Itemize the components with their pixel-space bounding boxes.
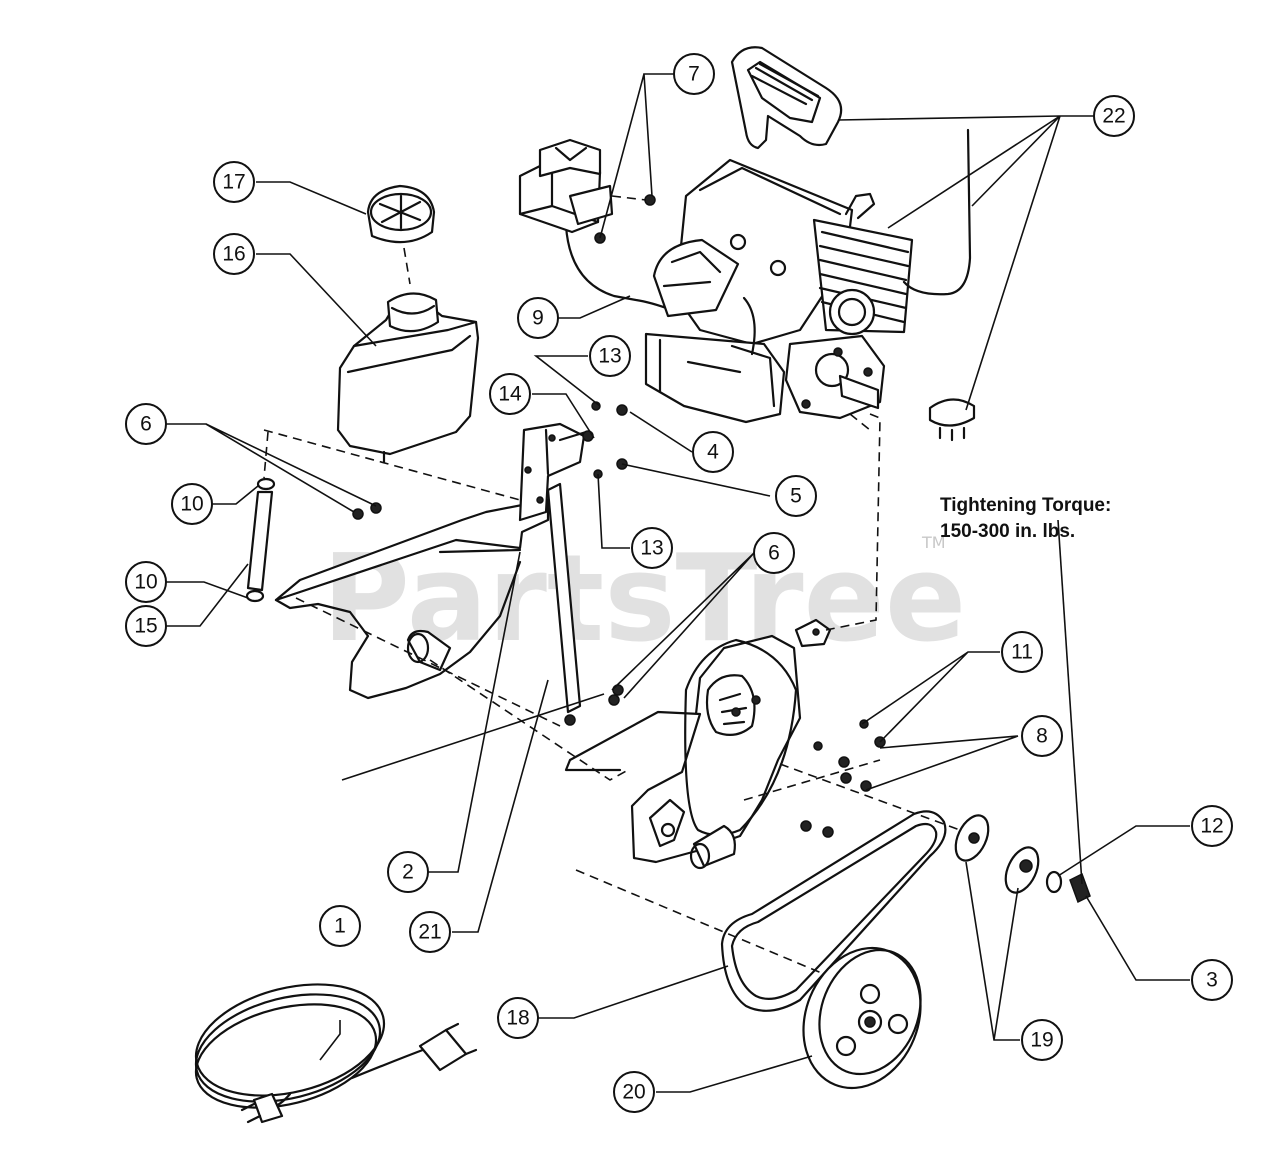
switch-box — [518, 138, 656, 244]
svg-text:13: 13 — [598, 345, 621, 368]
svg-text:17: 17 — [222, 171, 245, 194]
svg-text:4: 4 — [707, 441, 719, 464]
svg-text:16: 16 — [222, 243, 245, 266]
svg-text:22: 22 — [1102, 105, 1125, 128]
svg-text:10: 10 — [134, 571, 157, 594]
callout-12: 12 — [1191, 805, 1233, 847]
callout-4: 4 — [692, 431, 734, 473]
callout-18: 18 — [497, 997, 539, 1039]
callout-16: 16 — [213, 233, 255, 275]
torque-note-line2: 150-300 in. lbs. — [940, 521, 1075, 542]
leader-lines — [165, 73, 1190, 1093]
callout-10-lower: 10 — [125, 561, 167, 603]
callout-2: 2 — [387, 851, 429, 893]
fuel-tank — [336, 292, 480, 464]
callout-11: 11 — [1001, 631, 1043, 673]
svg-text:14: 14 — [498, 383, 522, 406]
svg-text:19: 19 — [1030, 1029, 1053, 1052]
svg-text:18: 18 — [506, 1007, 529, 1030]
svg-text:8: 8 — [1036, 725, 1048, 748]
callout-7: 7 — [673, 53, 715, 95]
callout-21: 21 — [409, 911, 451, 953]
svg-text:21: 21 — [418, 921, 441, 944]
svg-text:20: 20 — [622, 1081, 645, 1104]
callout-5: 5 — [775, 475, 817, 517]
callout-20: 20 — [613, 1071, 655, 1113]
svg-text:7: 7 — [688, 63, 700, 86]
pulley-belt-assembly — [720, 810, 1091, 1090]
callout-15: 15 — [125, 605, 167, 647]
svg-text:2: 2 — [402, 861, 414, 884]
callout-10-upper: 10 — [171, 483, 213, 525]
frame-assembly — [263, 401, 961, 991]
torque-note-line1: Tightening Torque: — [940, 495, 1111, 516]
svg-text:3: 3 — [1206, 969, 1218, 992]
callout-9: 9 — [517, 297, 559, 339]
fuel-cap — [366, 184, 436, 285]
svg-text:12: 12 — [1200, 815, 1223, 838]
engine-assembly — [564, 46, 976, 442]
callout-13-lower: 13 — [631, 527, 673, 569]
callout-8: 8 — [1021, 715, 1063, 757]
callout-14: 14 — [489, 373, 531, 415]
power-cord — [194, 983, 478, 1124]
callout-19: 19 — [1021, 1019, 1063, 1061]
callout-13-upper: 13 — [589, 335, 631, 377]
svg-text:9: 9 — [532, 307, 544, 330]
callout-3: 3 — [1191, 959, 1233, 1001]
callout-17: 17 — [213, 161, 255, 203]
svg-text:5: 5 — [790, 485, 802, 508]
svg-text:13: 13 — [640, 537, 663, 560]
svg-text:6: 6 — [140, 413, 152, 436]
callout-22: 22 — [1093, 95, 1135, 137]
callout-6-left: 6 — [125, 403, 167, 445]
svg-text:11: 11 — [1011, 641, 1033, 664]
callout-1: 1 — [319, 905, 361, 947]
watermark-tm: TM — [921, 533, 946, 552]
fuel-hose — [245, 431, 276, 603]
svg-text:1: 1 — [334, 915, 346, 938]
svg-text:15: 15 — [134, 615, 157, 638]
callout-6-right: 6 — [753, 532, 795, 574]
svg-text:6: 6 — [768, 542, 780, 565]
svg-text:10: 10 — [180, 493, 203, 516]
callouts: 1 2 3 4 5 6 6 7 8 9 10 10 11 12 13 13 14… — [125, 53, 1233, 1113]
